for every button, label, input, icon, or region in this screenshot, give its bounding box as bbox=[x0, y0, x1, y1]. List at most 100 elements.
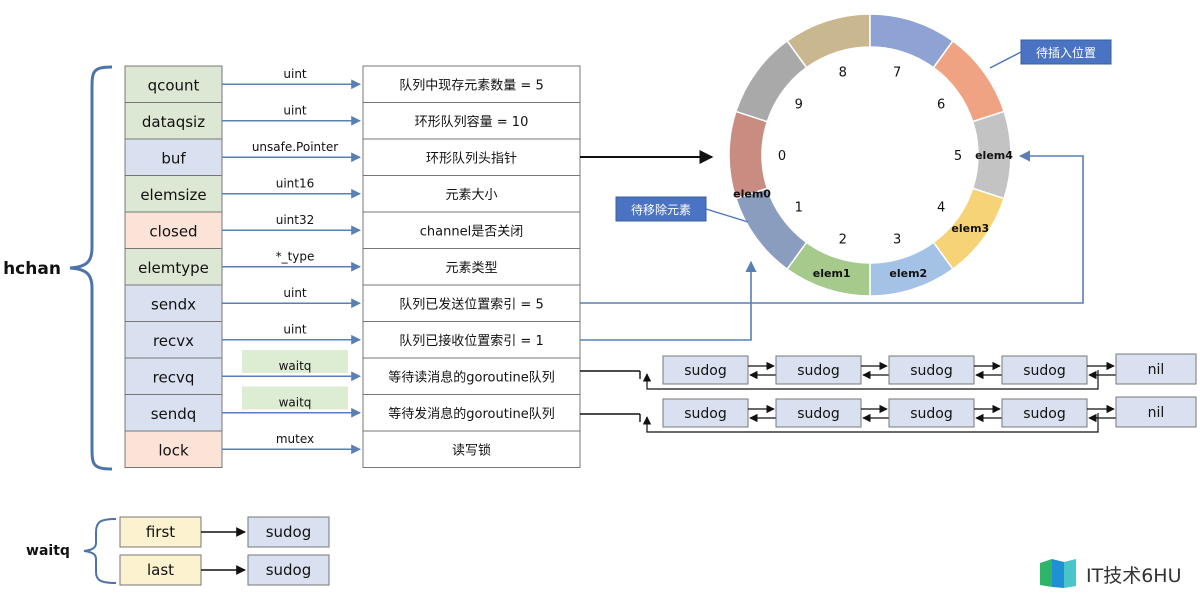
field-name-dataqsiz: dataqsiz bbox=[142, 113, 205, 131]
recvx-connector-arrow bbox=[580, 260, 757, 341]
ring-label-elem0: elem0 bbox=[733, 187, 771, 200]
field-type-highlight-recvq bbox=[242, 350, 348, 373]
field-desc-cell-recvx bbox=[362, 321, 581, 359]
field-desc-recvx: 队列已接收位置索引 = 1 bbox=[399, 333, 543, 349]
field-desc-dataqsiz: 环形队列容量 = 10 bbox=[415, 114, 529, 130]
watermark-logo bbox=[1040, 559, 1076, 588]
hchan-brace bbox=[69, 65, 113, 471]
waitq-last-sudog-label: sudog bbox=[266, 561, 312, 579]
waitq-title: waitq bbox=[26, 543, 70, 559]
watermark-text: IT技术6HU bbox=[1086, 565, 1182, 587]
field-desc-cell-lock bbox=[362, 430, 581, 468]
field-type-recvq: waitq bbox=[279, 359, 312, 373]
field-desc-sendq: 等待发消息的goroutine队列 bbox=[388, 406, 554, 422]
recvq-return-path bbox=[642, 370, 1099, 390]
sendq-sudog-label-3: sudog bbox=[1023, 406, 1066, 422]
sendq-sudog-1 bbox=[775, 398, 862, 428]
sendq-sudog-label-1: sudog bbox=[797, 406, 840, 422]
recvq-sudog-label-1: sudog bbox=[797, 363, 840, 379]
ring-index-7: 7 bbox=[893, 65, 901, 80]
field-name-sendx: sendx bbox=[151, 295, 196, 313]
waitq-first-sudog bbox=[247, 516, 330, 548]
field-desc-cell-dataqsiz bbox=[362, 102, 581, 140]
insert-position-callout bbox=[1020, 39, 1112, 65]
field-desc-qcount: 队列中现存元素数量 = 5 bbox=[399, 78, 543, 93]
recvq-sudog-0 bbox=[662, 355, 749, 385]
ring-index-9: 9 bbox=[795, 97, 803, 112]
field-name-cell-recvx bbox=[124, 321, 223, 359]
ring-index-6: 6 bbox=[937, 97, 945, 112]
remove-element-callout bbox=[615, 196, 707, 222]
waitq-first-box bbox=[119, 516, 202, 548]
waitq-first-label: first bbox=[146, 523, 175, 541]
sendq-return-path bbox=[642, 413, 1099, 433]
field-type-highlight-sendq bbox=[242, 386, 348, 410]
field-type-elemtype: *_type bbox=[276, 250, 315, 264]
waitq-last-label: last bbox=[147, 561, 174, 579]
insert-callout-pointer bbox=[989, 51, 1022, 69]
field-name-cell-recvq bbox=[124, 357, 223, 395]
field-name-elemtype: elemtype bbox=[138, 259, 209, 277]
field-type-dataqsiz: uint bbox=[283, 104, 307, 118]
field-desc-cell-elemtype bbox=[362, 248, 581, 286]
sendq-sudog-label-0: sudog bbox=[684, 406, 727, 422]
sendq-nil-label: nil bbox=[1148, 405, 1165, 421]
ring-segment-8 bbox=[728, 110, 769, 200]
ring-segment-9 bbox=[734, 39, 808, 123]
field-desc-sendx: 队列已发送位置索引 = 5 bbox=[399, 296, 543, 312]
field-name-cell-elemtype bbox=[124, 248, 223, 286]
remove-callout-pointer bbox=[705, 208, 749, 223]
sendq-sudog-label-2: sudog bbox=[910, 406, 953, 422]
ring-index-2: 2 bbox=[839, 233, 847, 248]
ring-index-3: 3 bbox=[893, 233, 901, 248]
fields-layer: qcount 队列中现存元素数量 = 5 uint dataqsiz 环形队列容量 = … bbox=[124, 65, 581, 468]
field-name-qcount: qcount bbox=[148, 76, 200, 94]
recvq-sudog-label-2: sudog bbox=[910, 363, 953, 379]
field-desc-elemtype: 元素类型 bbox=[445, 261, 497, 276]
field-desc-cell-sendx bbox=[362, 284, 581, 322]
field-name-cell-qcount bbox=[124, 65, 223, 103]
field-type-qcount: uint bbox=[283, 67, 307, 81]
sendq-sudog-3 bbox=[1001, 398, 1088, 428]
remove-element-label: 待移除元素 bbox=[631, 202, 691, 217]
field-type-buf: unsafe.Pointer bbox=[252, 140, 338, 154]
sendq-sudog-0 bbox=[662, 398, 749, 428]
recvq-sudog-3 bbox=[1001, 355, 1088, 385]
field-name-cell-sendq bbox=[124, 394, 223, 432]
field-desc-cell-qcount bbox=[362, 65, 581, 103]
sendx-connector-arrow bbox=[580, 150, 1084, 304]
ring-index-5: 5 bbox=[954, 149, 962, 164]
field-type-lock: mutex bbox=[276, 432, 314, 446]
waitq-last-sudog bbox=[247, 554, 330, 586]
waitq-first-sudog-label: sudog bbox=[266, 523, 312, 541]
recvq-nil-label: nil bbox=[1148, 362, 1165, 378]
ring-index-0: 0 bbox=[778, 149, 786, 164]
field-name-recvq: recvq bbox=[153, 368, 195, 386]
field-name-sendq: sendq bbox=[151, 405, 197, 423]
recvq-sudog-2 bbox=[888, 355, 975, 385]
ring-label-elem3: elem3 bbox=[951, 222, 989, 235]
recvq-nil-node bbox=[1115, 353, 1197, 385]
field-type-sendq: waitq bbox=[279, 396, 312, 410]
field-desc-cell-recvq bbox=[362, 357, 581, 395]
field-desc-buf: 环形队列头指针 bbox=[426, 151, 517, 166]
field-desc-cell-closed bbox=[362, 211, 581, 249]
ring-index-8: 8 bbox=[839, 65, 847, 80]
waitq-brace bbox=[83, 518, 117, 584]
field-desc-cell-sendq bbox=[362, 394, 581, 432]
recvq-sudog-label-0: sudog bbox=[684, 363, 727, 379]
insert-position-label: 待插入位置 bbox=[1036, 45, 1096, 60]
hchan-title: hchan bbox=[3, 259, 61, 279]
field-name-cell-closed bbox=[124, 211, 223, 249]
ring-index-4: 4 bbox=[937, 201, 945, 216]
recvq-sudog-1 bbox=[775, 355, 862, 385]
field-type-sendx: uint bbox=[283, 286, 307, 300]
field-name-lock: lock bbox=[158, 441, 189, 459]
field-type-recvx: uint bbox=[283, 323, 307, 337]
field-desc-cell-buf bbox=[362, 138, 581, 176]
sendq-nil-node bbox=[1115, 396, 1197, 428]
field-type-elemsize: uint16 bbox=[276, 177, 315, 191]
